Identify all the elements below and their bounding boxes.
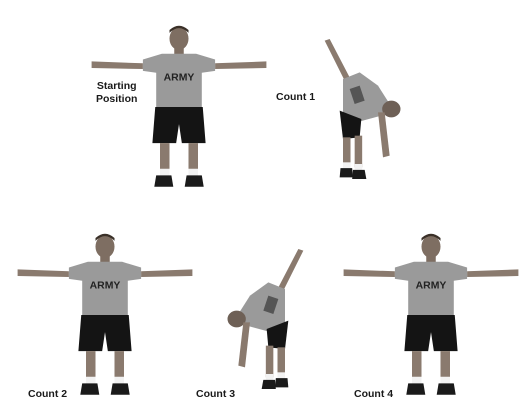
count3-label: Count 3: [196, 388, 235, 401]
count1-figure: [318, 20, 418, 208]
count2-figure: [10, 215, 200, 415]
count1-label: Count 1: [276, 91, 315, 104]
starting-position-label: Starting Position: [96, 80, 137, 106]
starting-label-line2: Position: [96, 93, 137, 106]
count4-figure: [336, 215, 522, 415]
starting-position-figure: [84, 4, 274, 210]
starting-label-line1: Starting: [96, 80, 137, 93]
count4-label: Count 4: [354, 388, 393, 401]
count2-label: Count 2: [28, 388, 67, 401]
